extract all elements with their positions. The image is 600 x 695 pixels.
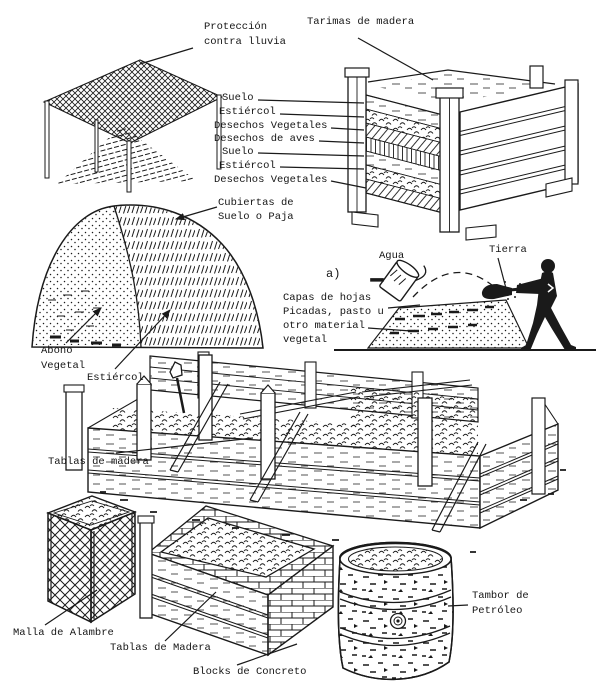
leader-blocks (236, 643, 298, 666)
label-layer-desechos-veg-1: Desechos Vegetales (214, 120, 328, 132)
worker-silhouette (516, 259, 576, 351)
post (94, 119, 99, 173)
label-blocks-concreto: Blocks de Concreto (193, 666, 307, 678)
leader-layer-2 (279, 113, 365, 118)
leader-tambor (447, 604, 469, 607)
leader-layer-7 (330, 180, 367, 189)
label-capas: Capas de hojas Picadas, pasto u otro mat… (283, 292, 384, 346)
label-proteccion: Protección contra lluvia (204, 21, 286, 48)
wooden-plank-bin (63, 351, 566, 553)
label-malla-alambre: Malla de Alambre (13, 627, 114, 639)
label-abono: Abono Vegetal (41, 345, 86, 372)
wood-and-concrete-bin (137, 505, 335, 657)
leader-capas-1 (387, 304, 421, 309)
leader-layer-5 (257, 152, 365, 157)
leader-layer-4 (318, 140, 365, 144)
post (216, 94, 222, 170)
label-tablas-madera: Tablas de madera (48, 456, 149, 468)
label-layer-estiercol-1: Estiércol (219, 106, 276, 118)
drum-ribs (339, 589, 452, 647)
pile (366, 299, 530, 349)
label-cubiertas: Cubiertas de Suelo o Paja (218, 197, 294, 223)
label-layer-desechos-aves: Desechos de aves (214, 133, 315, 145)
rain-protection-structure (42, 59, 224, 193)
post (44, 100, 50, 179)
dashed-pile-outline (412, 272, 506, 298)
label-tierra: Tierra (489, 244, 527, 256)
compost-top (161, 518, 314, 577)
leader-layer-6 (279, 166, 365, 170)
leader-cubiertas (174, 206, 218, 221)
leader-estiercol (114, 309, 171, 370)
leader-proteccion (139, 47, 194, 65)
leader-tablas-madera (115, 437, 254, 454)
leader-lines (44, 37, 509, 666)
leader-layer-3 (330, 127, 365, 131)
mesh-roof (42, 59, 224, 144)
label-layer-suelo-1: Suelo (222, 92, 254, 104)
label-layer-estiercol-2: Estiércol (219, 160, 276, 172)
leader-malla (44, 589, 98, 626)
leader-abono (65, 307, 102, 344)
label-estiercol: Estiércol (87, 372, 144, 384)
wooden-pallet-bin (344, 65, 579, 241)
label-layer-suelo-2: Suelo (222, 146, 254, 158)
shovel (169, 361, 186, 414)
label-marker-a: a) (326, 267, 341, 281)
label-agua: Agua (379, 250, 405, 262)
compost-pile-scene (334, 259, 596, 351)
label-tarimas: Tarimas de madera (307, 16, 415, 28)
watering-can (370, 259, 427, 302)
leader-capas-2 (367, 327, 412, 332)
wire-mesh-bin (46, 495, 137, 624)
leader-tierra (497, 257, 509, 297)
oil-drum-composter (337, 541, 454, 681)
hand-shovel (481, 284, 543, 300)
leader-tablas-madera-2 (164, 591, 217, 642)
label-layer-desechos-veg-2: Desechos Vegetales (214, 174, 328, 186)
leader-layer-1 (257, 99, 365, 104)
straw-covered-dome (31, 204, 264, 349)
post (126, 140, 132, 193)
block-face (267, 544, 334, 657)
label-tablas-madera-2: Tablas de Madera (110, 642, 211, 654)
leader-tarimas (357, 37, 434, 81)
label-tambor: Tambor de Petróleo (472, 590, 529, 617)
